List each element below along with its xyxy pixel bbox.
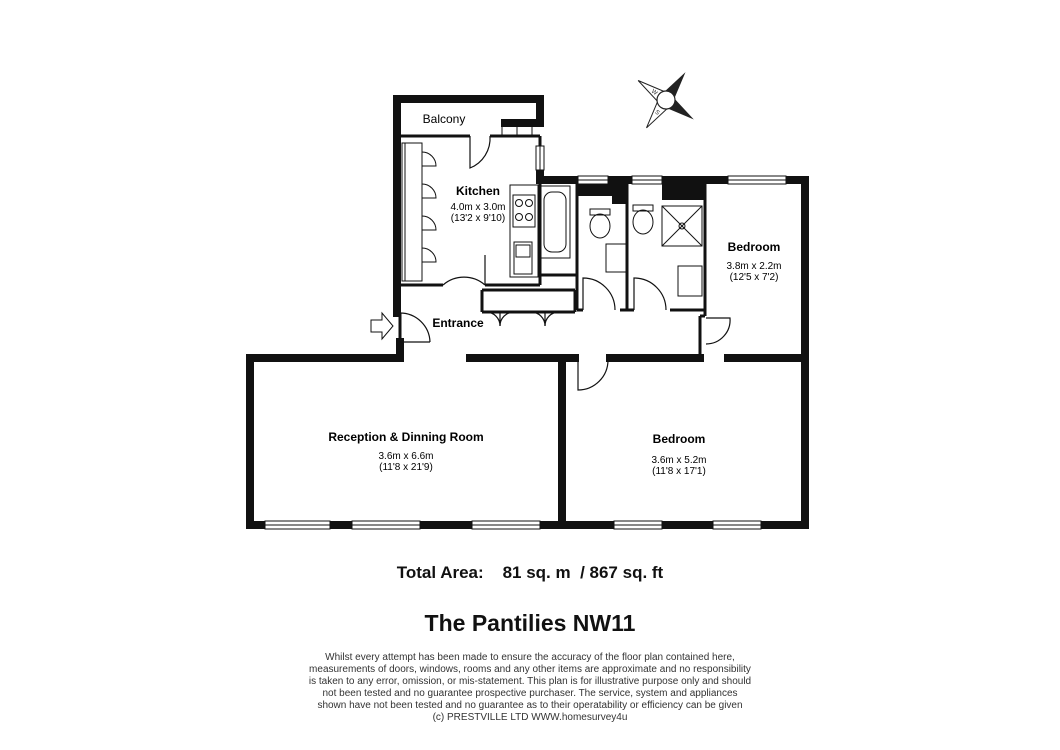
- room-dim-reception-m: 3.6m x 6.6m: [378, 451, 433, 462]
- total-area-sqft: / 867 sq. ft: [580, 563, 664, 582]
- room-dim-reception-ft: (11'8 x 21'9): [379, 462, 433, 473]
- room-dim-bedroom-small-ft: (12'5 x 7'2): [730, 272, 779, 283]
- room-dim-kitchen-m: 4.0m x 3.0m: [450, 202, 505, 213]
- total-area: Total Area: 81 sq. m / 867 sq. ft: [0, 563, 1060, 583]
- property-title: The Pantilies NW11: [424, 610, 636, 636]
- room-dim-bedroom-large-ft: (11'8 x 17'1): [652, 466, 706, 477]
- compass-label-s: S: [653, 109, 660, 116]
- disclaimer-line: shown have not been tested and no guaran…: [317, 700, 743, 711]
- disclaimer-line: not been tested and no guarantee prospec…: [322, 688, 738, 699]
- disclaimer-line: measurements of doors, windows, rooms an…: [309, 664, 751, 675]
- disclaimer-line: is taken to any error, omission, or mis-…: [308, 676, 752, 687]
- room-dim-bedroom-large-m: 3.6m x 5.2m: [651, 455, 706, 466]
- service-ducts: [578, 184, 705, 204]
- bathroom-fittings: [539, 185, 703, 297]
- doors: [399, 135, 731, 391]
- disclaimer-line: Whilst every attempt has been made to en…: [325, 652, 735, 663]
- room-label-kitchen: Kitchen: [456, 184, 500, 198]
- disclaimer: Whilst every attempt has been made to en…: [0, 652, 1060, 724]
- compass-label-n: N: [670, 86, 677, 93]
- room-label-bedroom-large: Bedroom: [653, 432, 706, 446]
- room-dim-kitchen-ft: (13'2 x 9'10): [451, 213, 505, 224]
- room-dim-bedroom-small-m: 3.8m x 2.2m: [726, 261, 781, 272]
- compass-label-w: W: [650, 89, 658, 97]
- compass-label-e: E: [674, 105, 681, 112]
- compass-icon: N S E W: [637, 72, 694, 129]
- total-area-label: Total Area:: [396, 563, 484, 582]
- wardrobe: [401, 142, 437, 282]
- windows: [264, 145, 787, 530]
- room-label-reception: Reception & Dinning Room: [328, 430, 483, 444]
- total-area-sqm: 81 sq. m: [502, 563, 571, 582]
- room-label-bedroom-small: Bedroom: [728, 240, 781, 254]
- entrance-arrow-icon: [370, 311, 394, 341]
- disclaimer-line: (c) PRESTVILLE LTD WWW.homesurvey4u: [432, 712, 628, 723]
- kitchen-units: [501, 121, 539, 278]
- room-label-entrance: Entrance: [432, 316, 484, 330]
- room-label-balcony: Balcony: [423, 112, 466, 126]
- floor-plan: N S E W: [246, 72, 809, 530]
- walls: [246, 95, 809, 529]
